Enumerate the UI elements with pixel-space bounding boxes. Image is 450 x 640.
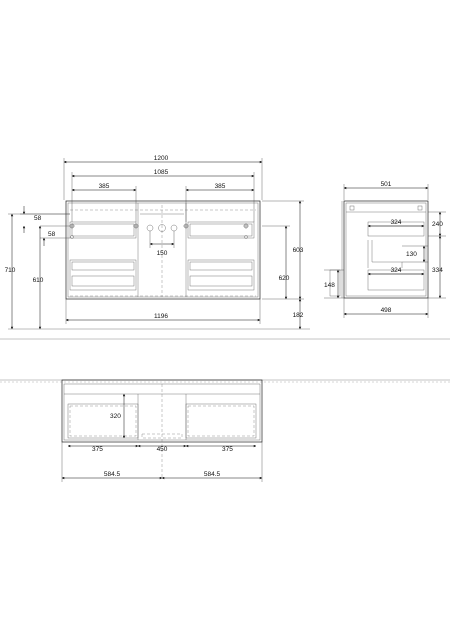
dim-cabinet-height: 603: [293, 247, 304, 254]
plan-left-drawer: [67, 403, 139, 439]
dim-right-offset: 385: [215, 183, 226, 190]
dim-bottom-width: 1196: [154, 313, 168, 320]
dim-drawer-depth-bottom: 324: [391, 267, 402, 274]
front-cabinet-inner: [67, 202, 259, 298]
dim-total-depth: 501: [381, 181, 392, 188]
dim-drawer-depth: 320: [110, 413, 121, 420]
side-view: 501 324 324 240 130 334 148 498: [324, 181, 446, 318]
front-cabinet-outline: [65, 200, 261, 300]
mounting-hole-inner-right: [183, 223, 189, 229]
dim-right-height: 334: [432, 267, 443, 274]
dim-center-spacing: 150: [157, 250, 168, 257]
front-right-lower-drawer: [187, 259, 255, 291]
mounting-hole-right: [243, 223, 249, 239]
plan-right-drawer: [185, 403, 257, 439]
dim-top-height: 240: [432, 221, 443, 228]
dim-bottom-gap: 182: [293, 312, 304, 319]
dim-middle-height: 130: [406, 251, 417, 258]
siphon-cutout: [367, 240, 403, 268]
dim-left-height: 148: [324, 282, 335, 289]
dim-drawer-depth-top: 324: [391, 219, 402, 226]
dim-mount-height: 620: [279, 275, 290, 282]
front-left-upper-drawer: [69, 221, 137, 239]
side-lower-drawer: [367, 269, 425, 291]
dim-inner-width: 1085: [154, 169, 169, 176]
dim-center-width: 450: [157, 446, 168, 453]
mounting-hole-inner-left: [133, 223, 139, 229]
dim-left-offset: 385: [99, 183, 110, 190]
front-left-lower-drawer: [69, 259, 137, 291]
dim-left-width: 375: [92, 446, 103, 453]
dim-floor-height: 610: [33, 277, 44, 284]
front-right-upper-drawer: [187, 221, 255, 239]
dim-left-half: 584.5: [104, 471, 121, 478]
dim-top-offset-a: 58: [34, 215, 42, 222]
dim-right-width: 375: [222, 446, 233, 453]
dim-right-half: 584.5: [204, 471, 221, 478]
dim-overall-width: 1200: [154, 155, 169, 162]
side-upper-drawer: [367, 221, 425, 237]
side-cabinet-outline: [343, 200, 429, 299]
front-view: 1200 1085 385 385 150 58 58 710: [0, 155, 450, 340]
plan-view: 320 375 450 375 584.5 584.5: [0, 379, 450, 482]
dim-total-height: 710: [5, 267, 16, 274]
dim-top-offset-b: 58: [48, 231, 56, 238]
dim-bottom-depth: 498: [381, 307, 392, 314]
